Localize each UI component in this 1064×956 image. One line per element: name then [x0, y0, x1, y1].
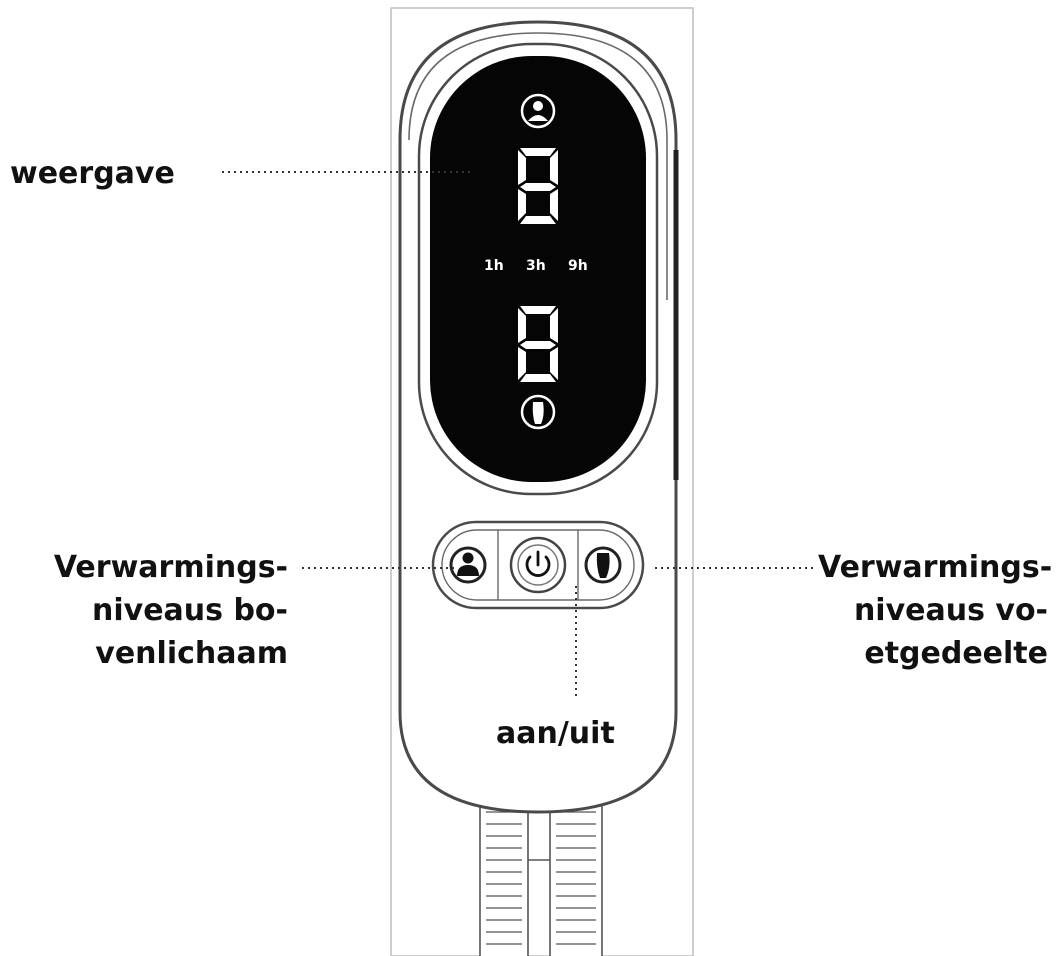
- person-icon: [520, 93, 556, 129]
- label-line: Verwarmings-: [53, 550, 288, 585]
- label-foot-heating: Verwarmings- niveaus vo- etgedeelte: [818, 546, 1053, 675]
- timer-9h: 9h: [568, 258, 588, 274]
- label-line: niveaus bo-: [92, 593, 288, 628]
- upper-body-button[interactable]: person-icon: [449, 546, 487, 584]
- label-line: Verwarmings-: [818, 550, 1053, 585]
- label-upper-body-heating: Verwarmings- niveaus bo- venlichaam: [40, 546, 288, 675]
- timer-3h: 3h: [526, 258, 546, 274]
- label-power: aan/uit: [496, 716, 615, 751]
- cables: [479, 789, 603, 956]
- display-screen: [430, 56, 646, 482]
- leader-lines: [222, 171, 816, 700]
- power-button[interactable]: power-icon: [509, 536, 567, 594]
- label-display: weergave: [10, 156, 175, 191]
- frame: [390, 7, 694, 956]
- foot-icon-screen: [520, 394, 556, 430]
- foot-button[interactable]: foot-icon: [584, 546, 622, 584]
- label-line: niveaus vo-: [853, 593, 1048, 628]
- timer-1h: 1h: [484, 258, 504, 274]
- label-line: etgedeelte: [864, 636, 1048, 671]
- digit-top: [518, 148, 558, 224]
- digit-bottom: [518, 306, 558, 382]
- label-line: venlichaam: [95, 636, 288, 671]
